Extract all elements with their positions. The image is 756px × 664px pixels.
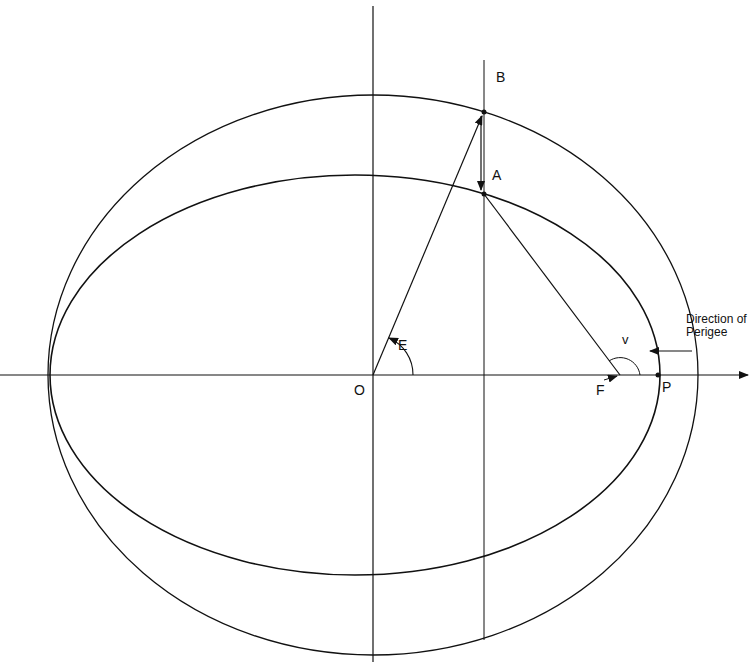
major-axis: [0, 374, 748, 375]
focus-marker: [604, 376, 617, 380]
point-label: O: [354, 383, 365, 398]
angle-v-arc: [609, 358, 640, 375]
minor-axis: [372, 6, 373, 662]
direction-note: Direction of Perigee: [686, 313, 752, 339]
angle-e-arc: [389, 338, 413, 375]
projection-arrow: [480, 116, 481, 190]
point-label: F: [596, 383, 605, 398]
radius-ob: [373, 116, 482, 375]
point-label: B: [496, 70, 505, 85]
point-a: [482, 192, 487, 197]
angle-label: v: [622, 333, 629, 347]
angle-label: E: [398, 338, 407, 353]
radius-fa: [484, 194, 620, 375]
point-p: [656, 373, 661, 378]
projection-line: [484, 60, 485, 640]
point-b: [482, 110, 487, 115]
perigee-arrow: [650, 350, 692, 351]
point-label: P: [662, 380, 671, 395]
point-label: A: [492, 168, 501, 183]
